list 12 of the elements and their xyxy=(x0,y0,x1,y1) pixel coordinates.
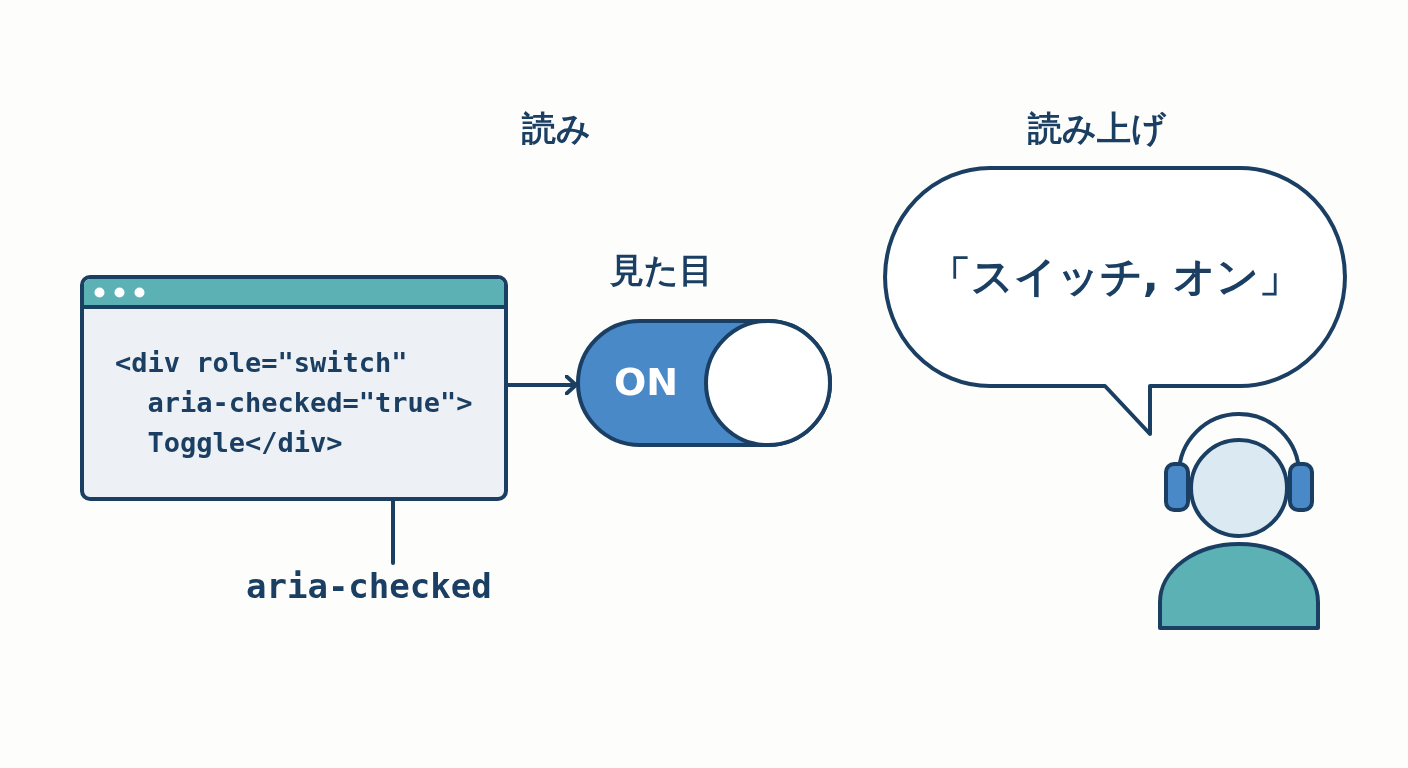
arrow xyxy=(506,374,578,396)
heading: 読み上げ xyxy=(1028,108,1166,149)
annotation-label: aria-checked xyxy=(246,565,492,608)
leader-line xyxy=(391,499,395,565)
toggle-label: ON xyxy=(614,359,679,405)
code-text: <div role="switch" aria-checked="true"> Toggle</div> xyxy=(115,346,474,460)
speech-text: 「スイッチ, オン」 xyxy=(927,252,1303,303)
code-window xyxy=(80,275,508,501)
speech-bubble xyxy=(883,166,1347,438)
listener-with-headphones-icon xyxy=(1158,412,1320,630)
heading: 見た目 xyxy=(610,250,713,291)
heading: 読み xyxy=(522,108,591,149)
